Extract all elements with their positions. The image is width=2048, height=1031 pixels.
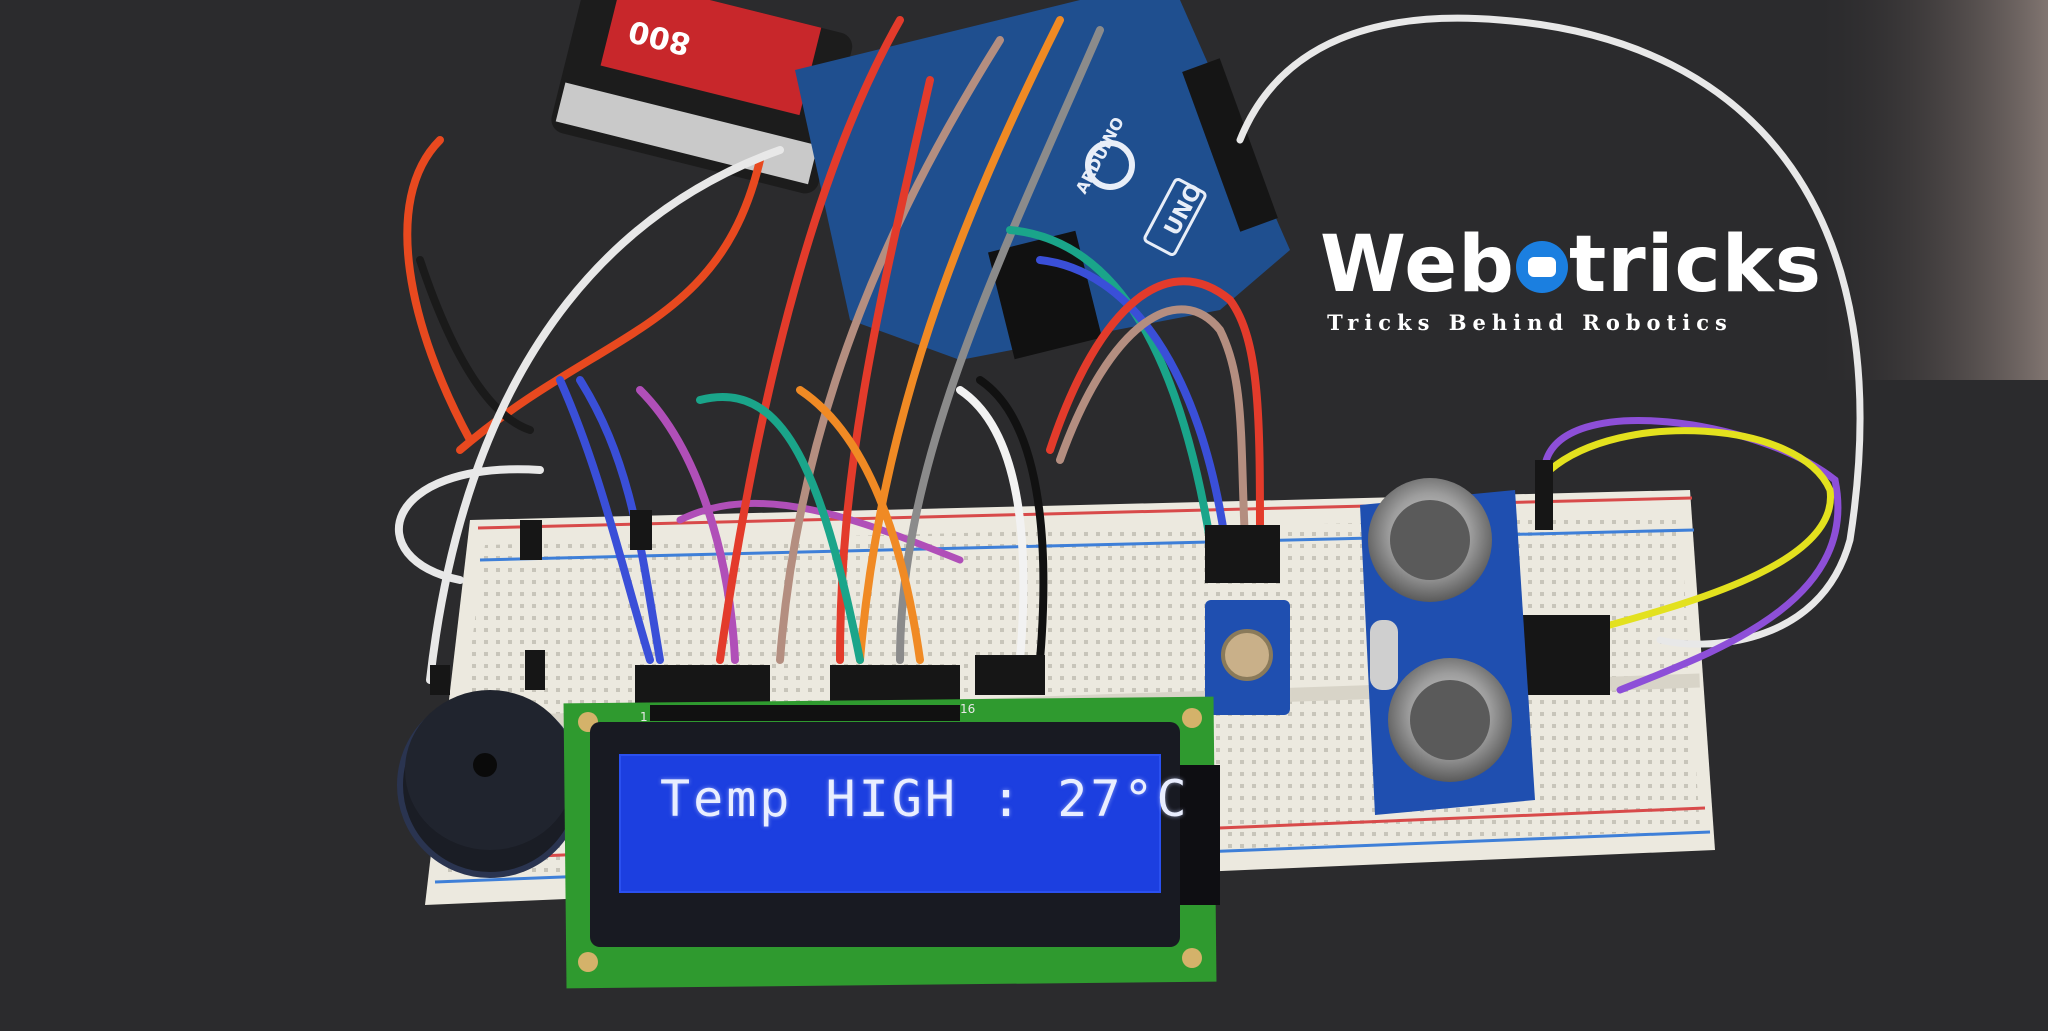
temperature-sensor-module	[1205, 600, 1290, 715]
logo-tagline: Tricks Behind Robotics	[1327, 310, 1733, 335]
logo-suffix: tricks	[1569, 220, 1823, 310]
lipo-battery: 800	[551, 0, 853, 194]
lcd-pin-16-label: 16	[960, 702, 975, 716]
blurred-object	[1820, 0, 2048, 380]
jumper-wires	[394, 14, 1864, 694]
arduino-uno-board: ARDUINO UNO	[795, 0, 1290, 360]
lcd-pin-1-label: 1	[640, 710, 648, 724]
buzzer	[397, 650, 583, 878]
ultrasonic-sensor-module	[1360, 478, 1535, 815]
webotricks-logo: Web tricks Tricks Behind Robotics	[1320, 220, 1821, 335]
logo-wordmark: Web tricks	[1320, 220, 1821, 310]
lcd-screen-text: Temp HIGH : 27°C	[660, 770, 1190, 828]
header-connectors	[520, 460, 1610, 703]
robot-head-icon	[1516, 241, 1568, 293]
lcd-display-module: 1 16	[563, 696, 1220, 989]
logo-prefix: Web	[1320, 220, 1515, 310]
